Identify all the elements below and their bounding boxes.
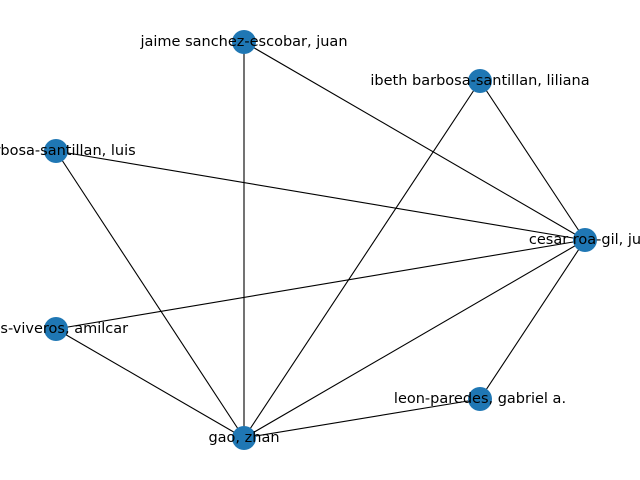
node-gao	[232, 426, 256, 450]
edge-luis-gao	[55, 150, 245, 439]
edge-leon-gao	[243, 398, 481, 439]
edges-layer	[55, 41, 586, 439]
node-label-leon: leon-paredes, gabriel a.	[394, 391, 566, 407]
nodes-layer	[44, 30, 597, 450]
node-label-gao: gao, zhan	[208, 430, 279, 446]
edge-luis-cesar	[55, 150, 586, 241]
node-cesar	[573, 228, 597, 252]
node-amilcar	[44, 317, 68, 341]
node-jaime	[232, 30, 256, 54]
node-ibeth	[468, 69, 492, 93]
edge-cesar-leon	[479, 239, 586, 400]
node-label-luis: barbosa-santillan, luis	[0, 143, 136, 159]
node-label-amilcar: ses-viveros, amilcar	[0, 321, 128, 337]
edge-amilcar-gao	[55, 328, 245, 439]
node-luis	[44, 139, 68, 163]
node-leon	[468, 387, 492, 411]
node-label-jaime: jaime sanchez-escobar, juan	[139, 34, 347, 50]
node-label-ibeth: ibeth barbosa-santillan, liliana	[370, 73, 589, 89]
edge-ibeth-cesar	[479, 80, 586, 241]
edge-amilcar-cesar	[55, 239, 586, 330]
labels-layer: jaime sanchez-escobar, juan ibeth barbosa…	[0, 34, 640, 446]
edge-cesar-gao	[243, 239, 586, 439]
edge-ibeth-gao	[243, 80, 481, 439]
edge-jaime-cesar	[243, 41, 586, 241]
node-label-cesar: cesar roa-gil, ju	[529, 232, 640, 248]
